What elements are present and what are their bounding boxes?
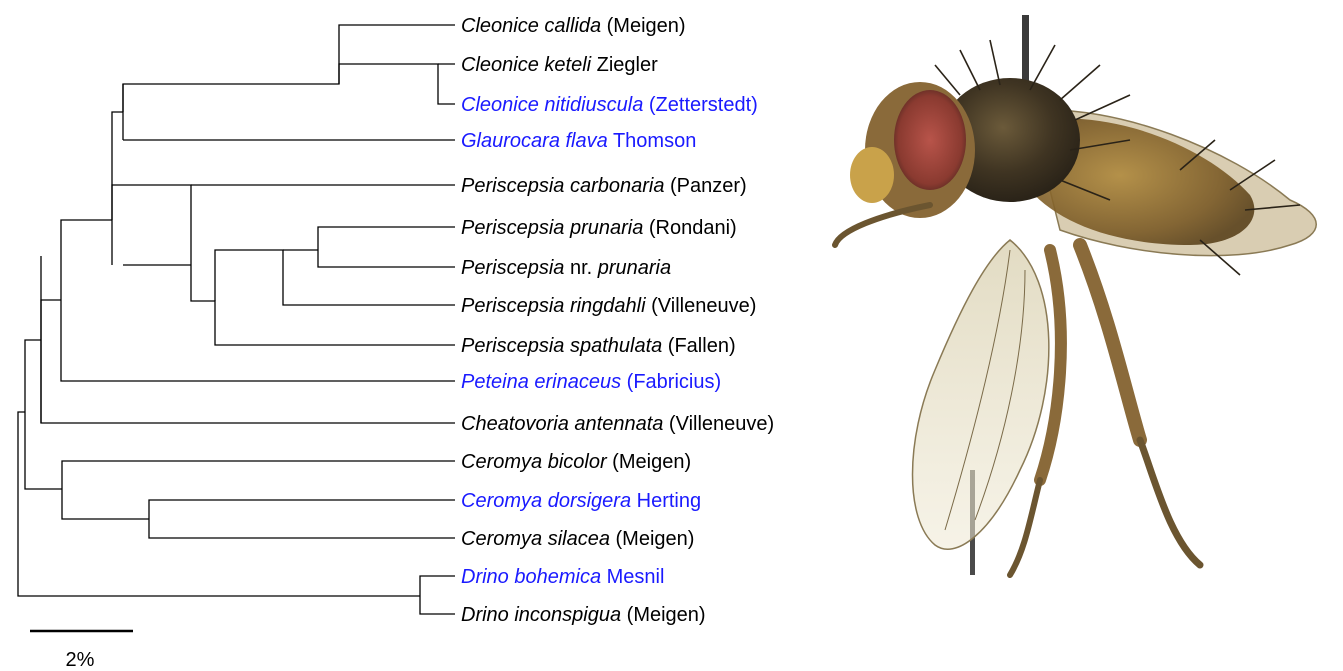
branch-periscepsia-prunaria-group: [215, 250, 455, 305]
taxon-author: (Fabricius): [621, 371, 721, 393]
taxon-label: Drino bohemica Mesnil: [461, 566, 664, 588]
taxon-genus: Ceromya: [461, 490, 542, 512]
tree-branches: [18, 25, 455, 614]
taxon-genus: Cheatovoria: [461, 413, 569, 435]
taxon-species: flava: [560, 130, 608, 152]
scale-bar: 2%: [30, 631, 133, 671]
branch-ceromya-clade: [25, 256, 455, 538]
taxon-genus: Periscepsia: [461, 217, 564, 239]
branch-cleonice-pair: [339, 64, 455, 104]
taxon-author: (Zetterstedt): [643, 94, 757, 116]
taxon-genus: Cleonice: [461, 54, 539, 76]
taxa-labels: Cleonice callida (Meigen)Cleonice keteli…: [461, 15, 774, 626]
branch-peteina: [61, 220, 455, 381]
taxon-author: (Fallen): [662, 335, 735, 357]
taxon-species: callida: [539, 15, 601, 37]
taxon-author: (Meigen): [601, 15, 685, 37]
taxon-genus: Ceromya: [461, 451, 542, 473]
taxon-label: Ceromya bicolor (Meigen): [461, 451, 691, 473]
taxon-label: Cleonice callida (Meigen): [461, 15, 686, 37]
taxon-author: (Villeneuve): [646, 295, 757, 317]
taxon-species: keteli: [539, 54, 592, 76]
scale-bar-label: 2%: [66, 649, 95, 671]
taxon-species: spathulata: [564, 335, 662, 357]
fly-wing-lower: [913, 240, 1049, 549]
fly-leg-front: [835, 205, 930, 245]
taxon-author: (Villeneuve): [663, 413, 774, 435]
branch-cleonice-glaurocara-clade: [112, 84, 123, 220]
taxon-label: Periscepsia spathulata (Fallen): [461, 335, 736, 357]
taxon-label: Ceromya silacea (Meigen): [461, 528, 694, 550]
taxon-label: Cheatovoria antennata (Villeneuve): [461, 413, 774, 435]
taxon-species: prunaria: [592, 257, 671, 279]
taxon-species: ringdahli: [564, 295, 646, 317]
fly-eye: [894, 90, 966, 190]
taxon-author: (Meigen): [610, 528, 694, 550]
taxon-species: inconspigua: [509, 604, 621, 626]
branch-cleonice-callida-keteli-nitidiuscula: [123, 25, 455, 140]
taxon-author: Mesnil: [601, 566, 664, 588]
taxon-genus: Periscepsia: [461, 175, 564, 197]
fly-leg-mid-tarsus: [1010, 480, 1040, 575]
taxon-author: (Meigen): [621, 604, 705, 626]
taxon-author: Ziegler: [591, 54, 658, 76]
fly-face: [850, 147, 894, 203]
taxon-species: bicolor: [542, 451, 608, 473]
taxon-author: (Panzer): [664, 175, 746, 197]
taxon-species: nitidiuscula: [539, 94, 644, 116]
taxon-label: Periscepsia nr. prunaria: [461, 257, 671, 279]
taxon-species: bohemica: [509, 566, 601, 588]
taxon-genus: Ceromya: [461, 528, 542, 550]
fly-leg-hind-tarsus: [1140, 440, 1200, 565]
taxon-genus: Drino: [461, 604, 509, 626]
taxon-author: (Meigen): [607, 451, 691, 473]
taxon-label: Glaurocara flava Thomson: [461, 130, 696, 152]
branch-cheatovoria: [41, 300, 455, 423]
taxon-species: prunaria: [564, 217, 643, 239]
taxon-genus: Periscepsia: [461, 257, 564, 279]
branch-drino-clade: [18, 412, 455, 614]
fly-specimen-photo: [835, 15, 1316, 575]
taxon-genus: Periscepsia: [461, 295, 564, 317]
taxon-label: Periscepsia carbonaria (Panzer): [461, 175, 747, 197]
taxon-label: Cleonice keteli Ziegler: [461, 54, 658, 76]
taxon-genus: Periscepsia: [461, 335, 564, 357]
taxon-label: Peteina erinaceus (Fabricius): [461, 371, 721, 393]
taxon-label: Ceromya dorsigera Herting: [461, 490, 701, 512]
taxon-genus: Cleonice: [461, 15, 539, 37]
taxon-species: dorsigera: [542, 490, 631, 512]
taxon-species: silacea: [542, 528, 610, 550]
taxon-species: carbonaria: [564, 175, 664, 197]
taxon-author: Herting: [631, 490, 701, 512]
taxon-genus: Peteina: [461, 371, 529, 393]
taxon-author: nr.: [564, 257, 592, 279]
taxon-author: Thomson: [608, 130, 697, 152]
taxon-label: Cleonice nitidiuscula (Zetterstedt): [461, 94, 758, 116]
taxon-author: (Rondani): [643, 217, 736, 239]
fly-leg-hind: [1080, 245, 1140, 440]
taxon-label: Drino inconspigua (Meigen): [461, 604, 706, 626]
taxon-species: erinaceus: [529, 371, 621, 393]
taxon-genus: Drino: [461, 566, 509, 588]
taxon-species: antennata: [569, 413, 664, 435]
taxon-genus: Cleonice: [461, 94, 539, 116]
branch-periscepsia-prunaria-pair: [283, 227, 455, 267]
taxon-label: Periscepsia ringdahli (Villeneuve): [461, 295, 756, 317]
taxon-label: Periscepsia prunaria (Rondani): [461, 217, 737, 239]
taxon-genus: Glaurocara: [461, 130, 560, 152]
